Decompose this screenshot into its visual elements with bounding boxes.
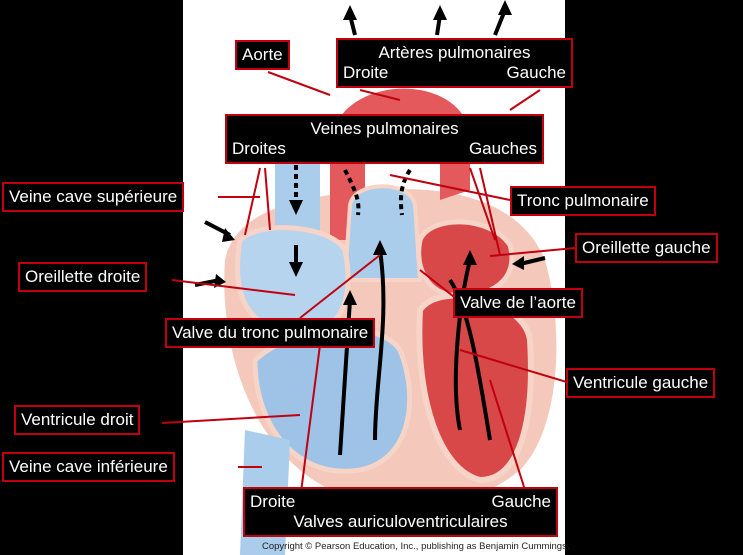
valves-gauche: Gauche xyxy=(491,492,551,512)
veines-gauches: Gauches xyxy=(469,139,537,159)
label-valves-auriculoventriculaires: Droite Gauche Valves auriculoventriculai… xyxy=(243,487,558,537)
valves-droite: Droite xyxy=(250,492,295,512)
label-veine-cave-inferieure: Veine cave inférieure xyxy=(2,452,175,482)
label-ventricule-droit: Ventricule droit xyxy=(14,405,140,435)
label-oreillette-droite: Oreillette droite xyxy=(18,262,147,292)
label-valve-tronc-pulmonaire: Valve du tronc pulmonaire xyxy=(165,318,375,348)
veines-droites: Droites xyxy=(232,139,286,159)
label-veines-pulmonaires: Veines pulmonaires Droites Gauches xyxy=(225,114,544,164)
label-aorte: Aorte xyxy=(235,40,290,70)
label-veine-cave-superieure: Veine cave supérieure xyxy=(2,182,184,212)
arteres-title: Artères pulmonaires xyxy=(343,43,566,63)
label-valve-aorte: Valve de l’aorte xyxy=(453,288,583,318)
copyright-text: Copyright © Pearson Education, Inc., pub… xyxy=(262,541,569,552)
label-tronc-pulmonaire: Tronc pulmonaire xyxy=(510,186,656,216)
arteres-gauche: Gauche xyxy=(506,63,566,83)
veines-title: Veines pulmonaires xyxy=(232,119,537,139)
label-ventricule-gauche: Ventricule gauche xyxy=(566,368,715,398)
label-oreillette-gauche: Oreillette gauche xyxy=(575,233,718,263)
valves-title: Valves auriculoventriculaires xyxy=(250,512,551,532)
arteres-droite: Droite xyxy=(343,63,388,83)
label-arteres-pulmonaires: Artères pulmonaires Droite Gauche xyxy=(336,38,573,88)
